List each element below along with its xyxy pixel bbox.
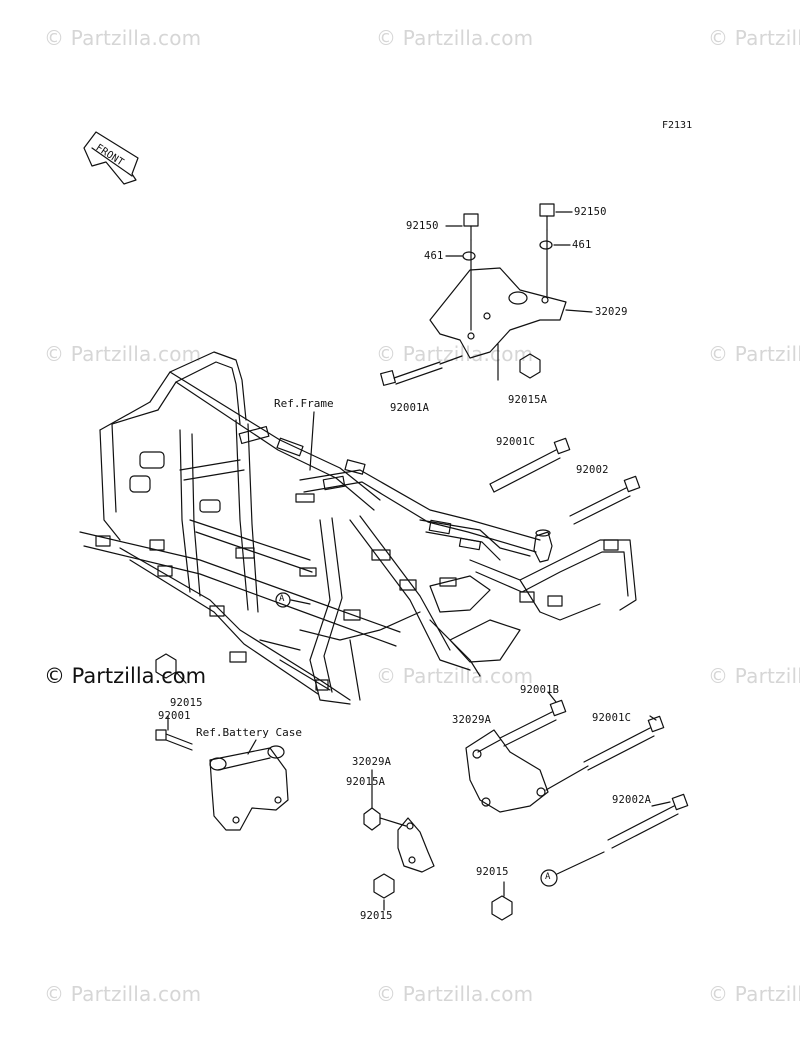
part-label-92015: 92015 [360, 910, 393, 922]
long-bolts-drawing [489, 437, 641, 525]
watermark: © Partzilla.com [708, 982, 800, 1006]
bracket-32029-drawing [380, 203, 567, 386]
part-label-32029: 32029 [595, 306, 628, 318]
part-label-92001C: 92001C [592, 712, 632, 724]
part-label-92015: 92015 [476, 866, 509, 878]
part-label-92002A: 92002A [612, 794, 652, 806]
bolt-92002A-drawing [491, 793, 689, 921]
watermark: © Partzilla.com [376, 664, 534, 688]
watermark: © Partzilla.com [44, 982, 202, 1006]
part-label-92001B: 92001B [520, 684, 560, 696]
part-label-461: 461 [424, 250, 444, 262]
watermark: © Partzilla.com [44, 26, 202, 50]
watermark: © Partzilla.com [44, 342, 202, 366]
frame-drawing [79, 351, 637, 705]
callout-a-frame: A [279, 594, 285, 604]
part-label-461: 461 [572, 239, 592, 251]
diagram-code: F2131 [662, 120, 693, 131]
watermark: © Partzilla.com [708, 664, 800, 688]
part-label-92001: 92001 [158, 710, 191, 722]
part-label-92015: 92015 [170, 697, 203, 709]
part-label-32029A: 32029A [452, 714, 492, 726]
part-label-92002: 92002 [576, 464, 609, 476]
watermark: © Partzilla.com [376, 26, 534, 50]
part-label-92001A: 92001A [390, 402, 430, 414]
front-arrow-icon [83, 131, 139, 185]
ref-battery-case-label: Ref.Battery Case [196, 726, 302, 739]
callout-a-bolt: A [545, 872, 551, 882]
part-label-92015A: 92015A [346, 776, 386, 788]
watermark: © Partzilla.com [708, 342, 800, 366]
part-label-92150: 92150 [574, 206, 607, 218]
bracket-32029A-drawing [363, 699, 665, 899]
battery-case-bracket-drawing [155, 729, 289, 831]
part-label-32029A: 32029A [352, 756, 392, 768]
watermark: © Partzilla.com [708, 26, 800, 50]
watermark: © Partzilla.com [376, 982, 534, 1006]
part-label-92150: 92150 [406, 220, 439, 232]
ref-frame-label: Ref.Frame [274, 397, 334, 410]
part-label-92001C: 92001C [496, 436, 536, 448]
part-label-92015A: 92015A [508, 394, 548, 406]
watermark: © Partzilla.com [376, 342, 534, 366]
